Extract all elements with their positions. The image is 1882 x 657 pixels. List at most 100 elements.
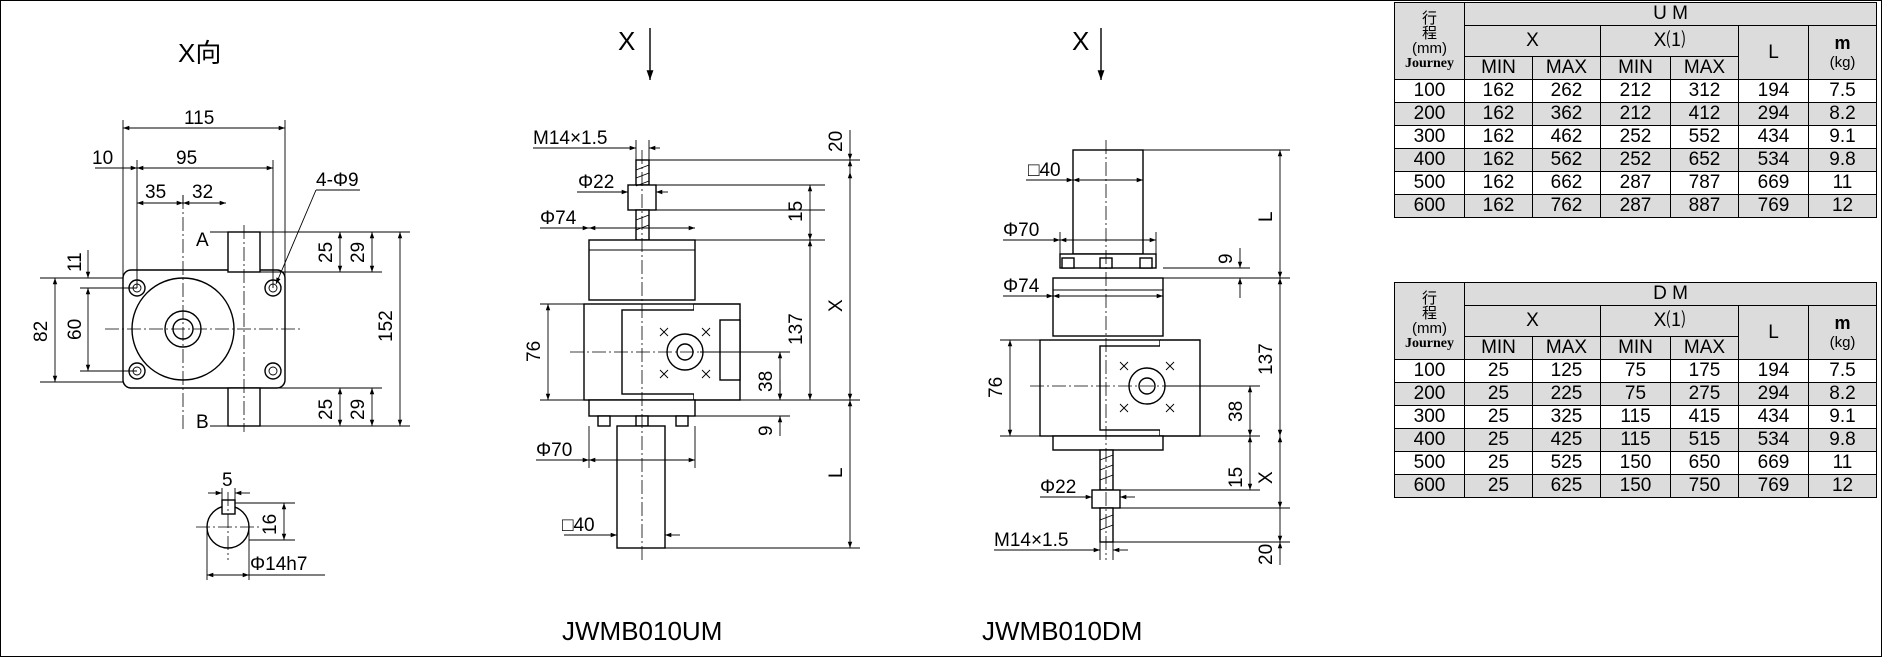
dim-10: 10 [92,148,113,169]
value-cell: 294 [1738,382,1809,406]
value-cell: 252 [1600,125,1671,149]
stroke-cell: 400 [1394,148,1465,172]
value-cell: 769 [1738,474,1809,498]
value-cell: 11 [1807,171,1878,195]
value-cell: 252 [1600,148,1671,172]
stroke-cell: 300 [1394,125,1465,149]
value-cell: 287 [1600,194,1671,218]
value-cell: 194 [1738,359,1809,383]
value-cell: 25 [1464,474,1533,498]
dim-25-bottom: 25 [316,399,337,420]
value-cell: 162 [1464,171,1533,195]
dm-dim-9: 9 [1216,253,1237,264]
dm-dim-70: Φ70 [1003,220,1039,241]
dim-60: 60 [65,319,86,340]
value-cell: 650 [1670,451,1739,475]
stroke-cell: 500 [1394,171,1465,195]
dm-dim-20: 20 [1256,544,1277,565]
value-cell: 312 [1670,79,1739,103]
m-header: m(kg) [1807,25,1878,80]
um-dim-20: 20 [826,131,847,152]
um-dim-137: 137 [786,313,807,345]
value-cell: 194 [1738,79,1809,103]
value-cell: 212 [1600,102,1671,126]
dm-dim-L: L [1256,211,1277,222]
sub-min: MIN [1464,336,1533,360]
l-header: L [1738,305,1809,360]
sub-max: MAX [1670,56,1739,80]
value-cell: 25 [1464,359,1533,383]
value-cell: 412 [1670,102,1739,126]
x1-header: X⑴ [1600,305,1739,337]
value-cell: 9.8 [1807,428,1878,452]
table-title: D M [1463,282,1878,306]
um-dim-sq40: □40 [562,515,595,536]
dm-dim-15: 15 [1226,467,1247,488]
stroke-cell: 100 [1394,79,1465,103]
dm-view: X L [982,26,1290,646]
value-cell: 175 [1670,359,1739,383]
stroke-header: 行程(mm)Journey [1394,282,1465,360]
stroke-cell: 600 [1394,194,1465,218]
um-spec-table: 行程(mm)Journey U M X X⑴ L m(kg) MIN MAX M… [1394,2,1878,218]
value-cell: 425 [1532,428,1601,452]
um-dim-76: 76 [524,341,545,362]
stroke-cell: 400 [1394,428,1465,452]
value-cell: 515 [1670,428,1739,452]
value-cell: 287 [1600,171,1671,195]
value-cell: 669 [1738,171,1809,195]
value-cell: 115 [1600,405,1671,429]
value-cell: 8.2 [1807,382,1878,406]
value-cell: 9.1 [1807,405,1878,429]
value-cell: 462 [1532,125,1601,149]
value-cell: 787 [1670,171,1739,195]
value-cell: 8.2 [1807,102,1878,126]
value-cell: 887 [1670,194,1739,218]
value-cell: 75 [1600,382,1671,406]
value-cell: 162 [1464,194,1533,218]
dim-32: 32 [192,182,213,203]
dm-dim-22: Φ22 [1040,477,1076,498]
um-caption: JWMB010UM [562,616,722,646]
dm-dim-sq40: □40 [1028,160,1061,181]
um-dim-15: 15 [786,201,807,222]
x-header: X [1464,305,1601,337]
value-cell: 11 [1807,451,1878,475]
dim-16: 16 [260,514,281,535]
value-cell: 12 [1807,474,1878,498]
sub-min: MIN [1600,336,1671,360]
dim-29-top: 29 [348,242,369,263]
stroke-cell: 200 [1394,382,1465,406]
label-a: A [196,230,209,251]
value-cell: 762 [1532,194,1601,218]
value-cell: 294 [1738,102,1809,126]
value-cell: 750 [1670,474,1739,498]
value-cell: 7.5 [1807,359,1878,383]
stroke-header: 行程(mm)Journey [1394,2,1465,80]
value-cell: 275 [1670,382,1739,406]
um-arrow-label: X [618,26,635,56]
x-view-title-text: X向 [178,38,221,68]
dm-dim-38: 38 [1226,401,1247,422]
um-view: X M14×1.5 [524,26,860,646]
um-dim-L: L [826,467,847,478]
value-cell: 434 [1738,405,1809,429]
value-cell: 652 [1670,148,1739,172]
value-cell: 262 [1532,79,1601,103]
value-cell: 625 [1532,474,1601,498]
dm-arrow-label: X [1072,26,1089,56]
dim-25-top: 25 [316,242,337,263]
x1-header: X⑴ [1600,25,1739,57]
dim-5: 5 [222,470,233,491]
value-cell: 534 [1738,148,1809,172]
dm-caption: JWMB010DM [982,616,1142,646]
